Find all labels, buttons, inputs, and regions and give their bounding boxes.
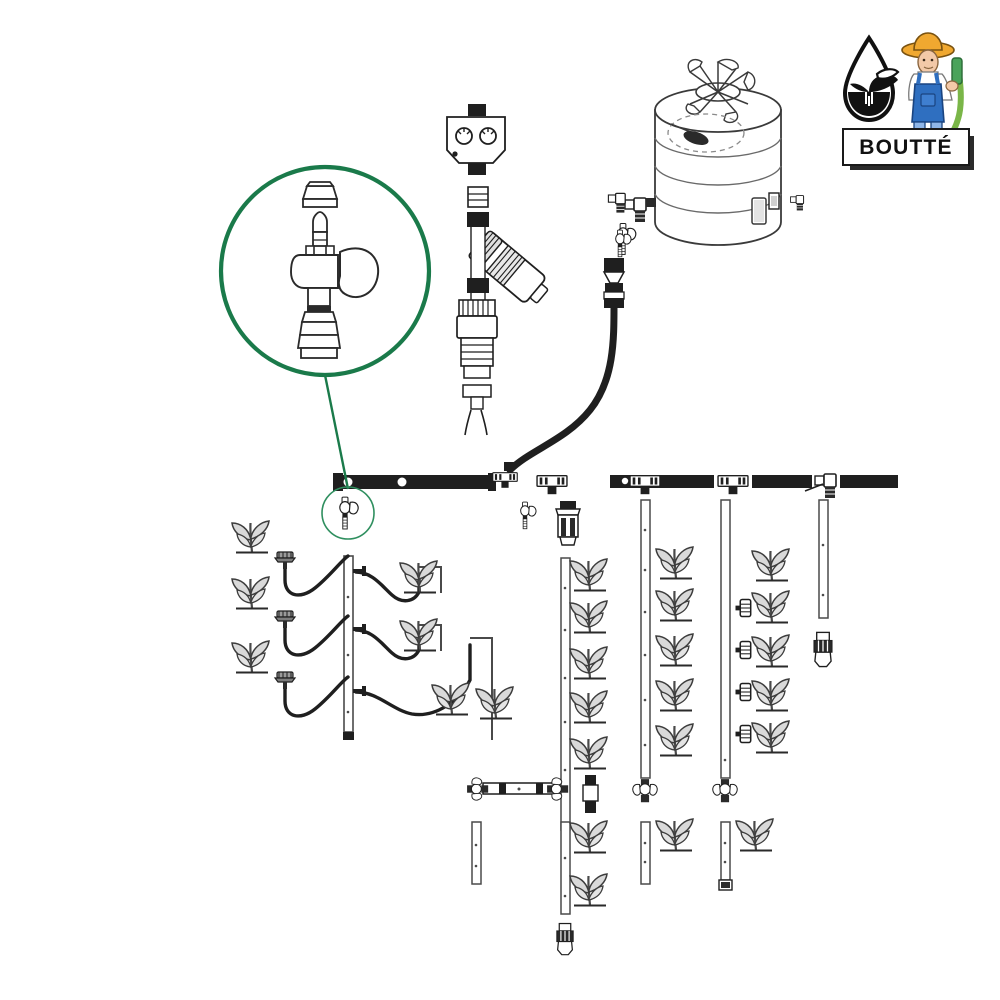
water-drop-plant-icon: [842, 34, 900, 123]
plant-seedling-icon: [230, 639, 271, 674]
drip-branch-line: [818, 499, 829, 619]
right-end-elbow: [804, 473, 837, 499]
pipe-stub: [560, 821, 571, 915]
pipe-start-cap: [333, 473, 343, 491]
button-dripper: [734, 640, 752, 660]
plant-seedling-icon: [654, 545, 695, 580]
shut-off-valve: [520, 501, 537, 530]
plant-seedling-icon: [568, 819, 609, 854]
tank-lid-icon: [685, 58, 756, 124]
plant-seedling-icon: [568, 645, 609, 680]
magnified-valve-callout: [218, 164, 432, 540]
drip-branch-line: [343, 555, 354, 740]
button-dripper: [734, 682, 752, 702]
brand-name: BOUTTÉ: [859, 135, 953, 159]
end-cap-flush-valve: [556, 922, 574, 956]
tee-connector: [492, 472, 518, 489]
plant-seedling-icon: [568, 557, 609, 592]
plant-seedling-icon: [230, 519, 271, 554]
tank-inlet-elbow: [624, 197, 656, 223]
plant-seedling-icon: [654, 632, 695, 667]
plant-seedling-icon: [750, 633, 791, 668]
brand-logo: BOUTTÉ: [836, 24, 988, 172]
tee-connector: [536, 475, 568, 495]
inline-filter: [467, 212, 549, 313]
flexible-supply-hose: [506, 258, 626, 474]
inline-strainer: [555, 501, 581, 546]
drip-branch-line: [720, 499, 731, 779]
plant-seedling-icon: [750, 547, 791, 582]
pressure-regulator: [456, 299, 498, 436]
branch-emitter: [353, 566, 366, 696]
plant-seedling-icon: [734, 817, 775, 852]
plant-seedling-icon: [654, 722, 695, 757]
pipe-end-cap: [488, 473, 496, 491]
plant-seedling-icon: [750, 719, 791, 754]
plant-seedling-icon: [654, 817, 695, 852]
plant-seedling-icon: [398, 559, 439, 594]
plant-seedling-icon: [568, 689, 609, 724]
irrigation-timer-controller: [446, 104, 506, 175]
plant-seedling-icon: [654, 677, 695, 712]
micro-tube: [283, 554, 350, 718]
plant-seedling-icon: [230, 575, 271, 610]
micro-sprinkler-head: [274, 551, 296, 570]
magnified-valve-drawing: [290, 181, 380, 359]
riser-plug: [504, 462, 514, 471]
plant-seedling-icon: [568, 872, 609, 907]
tee-connector: [629, 475, 661, 495]
plant-seedling-icon: [750, 677, 791, 712]
plant-seedling-icon: [398, 617, 439, 652]
inline-connector: [582, 775, 599, 813]
logo-textbox: BOUTTÉ: [842, 128, 970, 166]
plant-seedling-icon: [474, 685, 515, 720]
shut-off-valve: [712, 778, 738, 803]
button-dripper: [734, 598, 752, 618]
line-plug: [718, 879, 733, 891]
drip-branch-line: [640, 499, 651, 779]
shut-off-valve: [339, 496, 359, 530]
tank-side-connector: [768, 192, 805, 211]
end-cap-flush-valve: [813, 631, 833, 668]
shut-off-valve: [632, 778, 658, 803]
plant-seedling-icon: [750, 589, 791, 624]
tee-connector: [717, 475, 749, 495]
micro-sprinkler-head: [274, 671, 296, 690]
pipe-stub: [640, 821, 651, 885]
plant-seedling-icon: [568, 599, 609, 634]
pipe-stub: [471, 821, 482, 885]
pipe-stub: [720, 821, 731, 881]
main-header-pipe: [333, 475, 898, 489]
plant-seedling-icon: [654, 587, 695, 622]
bottom-connector-assembly: [466, 777, 569, 801]
button-dripper: [734, 724, 752, 744]
plant-seedling-icon: [568, 735, 609, 770]
micro-sprinkler-head: [274, 610, 296, 629]
water-storage-tank: [654, 58, 782, 246]
